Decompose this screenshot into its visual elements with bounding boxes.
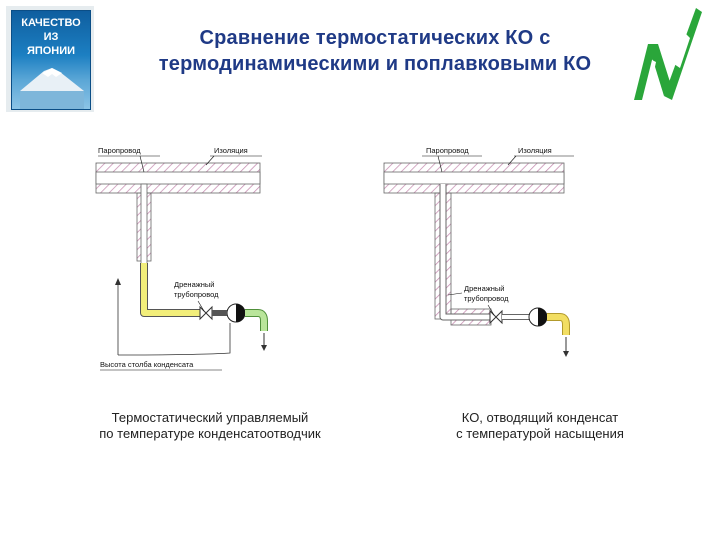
right-trap-diagram: Паропровод Изоляция Дренажный трубопрово… xyxy=(383,146,574,357)
height-label: Высота столба конденсата xyxy=(100,360,194,369)
valve-icon xyxy=(489,309,503,325)
steam-line-label: Паропровод xyxy=(98,146,141,155)
drain-label-1: Дренажный xyxy=(174,280,214,289)
steam-line-label: Паропровод xyxy=(426,146,469,155)
title-line-2: термодинамическими и поплавковыми КО xyxy=(158,53,592,75)
page-title: Сравнение термостатических КО с термодин… xyxy=(110,25,640,77)
right-caption-line-2: с температурой насыщения xyxy=(456,426,624,441)
drain-line xyxy=(440,184,490,320)
drain-label-2: трубопровод xyxy=(464,294,509,303)
valve-icon xyxy=(199,305,213,321)
title-line-1: Сравнение термостатических КО с xyxy=(199,27,551,49)
badge-line-2: ИЗ xyxy=(43,31,59,43)
insulation-label: Изоляция xyxy=(214,146,248,155)
mountain-graphic xyxy=(20,68,84,109)
drop-leg-pipe xyxy=(140,183,148,265)
condensate-column xyxy=(141,263,200,316)
badge-line-1: КАЧЕСТВО xyxy=(21,17,81,29)
steam-main-pipe xyxy=(95,171,261,185)
drain-label-2: трубопровод xyxy=(174,290,219,299)
left-trap-diagram: Паропровод Изоляция Дренажный трубопрово… xyxy=(95,146,268,371)
right-caption-line-1: КО, отводящий конденсат xyxy=(461,410,619,425)
mount-fuji-badge-icon: КАЧЕСТВО ИЗ ЯПОНИИ xyxy=(11,10,91,110)
quality-badge: КАЧЕСТВО ИЗ ЯПОНИИ xyxy=(6,6,94,112)
badge-line-3: ЯПОНИИ xyxy=(26,45,76,57)
left-caption-line-1: Термостатический управляемый xyxy=(111,410,309,425)
left-caption: Термостатический управляемый по температ… xyxy=(75,410,345,442)
steam-main-pipe xyxy=(383,171,565,185)
company-logo-icon xyxy=(634,8,702,100)
insulation-label: Изоляция xyxy=(518,146,552,155)
right-caption: КО, отводящий конденсат с температурой н… xyxy=(405,410,675,442)
left-caption-line-2: по температуре конденсатоотводчик xyxy=(99,426,321,441)
drain-label-1: Дренажный xyxy=(464,284,504,293)
